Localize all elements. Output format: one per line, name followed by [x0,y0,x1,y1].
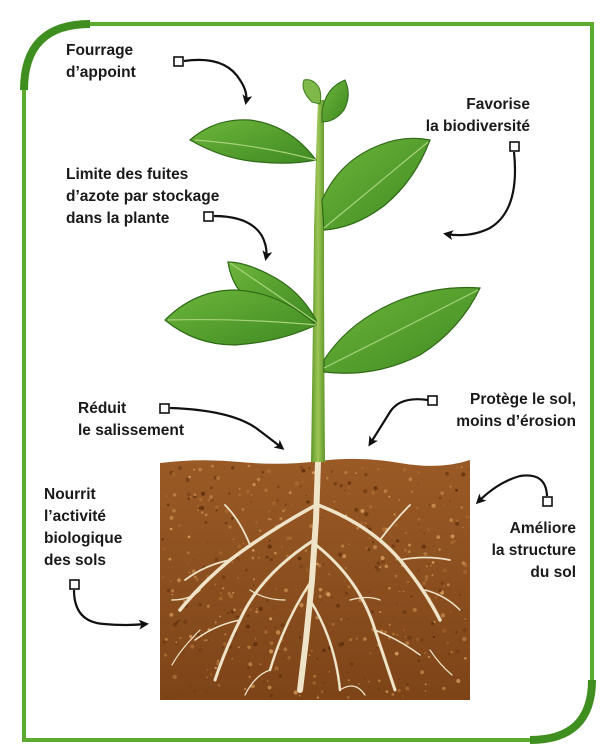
fourrage-marker [174,57,183,66]
label-fourrage-line-2: d’appoint [66,62,136,84]
label-azote-line-1: Limite des fuites [66,164,219,186]
label-azote-line-3: dans la plante [66,208,219,230]
label-erosion-line-2: moins d’érosion [418,411,576,433]
biodiversite-marker [510,142,519,151]
label-structure: Améliore la structure du sol [468,518,576,584]
label-biodiversite: Favorise la biodiversité [412,94,530,138]
label-fourrage: Fourrage d’appoint [66,40,136,84]
label-salissement-line-1: Réduit [78,398,184,420]
label-azote: Limite des fuites d’azote par stockage d… [66,164,219,230]
label-structure-line-2: la structure [468,540,576,562]
label-erosion: Protège le sol, moins d’érosion [418,389,576,433]
nourrit-marker [70,580,79,589]
structure-marker [543,497,552,506]
label-nourrit-line-4: des sols [44,550,122,572]
label-nourrit-line-2: l’activité [44,506,122,528]
label-azote-line-2: d’azote par stockage [66,186,219,208]
label-nourrit-line-3: biologique [44,528,122,550]
label-nourrit-line-1: Nourrit [44,484,122,506]
label-structure-line-1: Améliore [468,518,576,540]
label-structure-line-3: du sol [468,562,576,584]
label-fourrage-line-1: Fourrage [66,40,136,62]
label-salissement: Réduit le salissement [78,398,184,442]
label-biodiversite-line-1: Favorise [412,94,530,116]
label-salissement-line-2: le salissement [78,420,184,442]
label-biodiversite-line-2: la biodiversité [412,116,530,138]
label-erosion-line-1: Protège le sol, [418,389,576,411]
label-nourrit: Nourrit l’activité biologique des sols [44,484,122,572]
